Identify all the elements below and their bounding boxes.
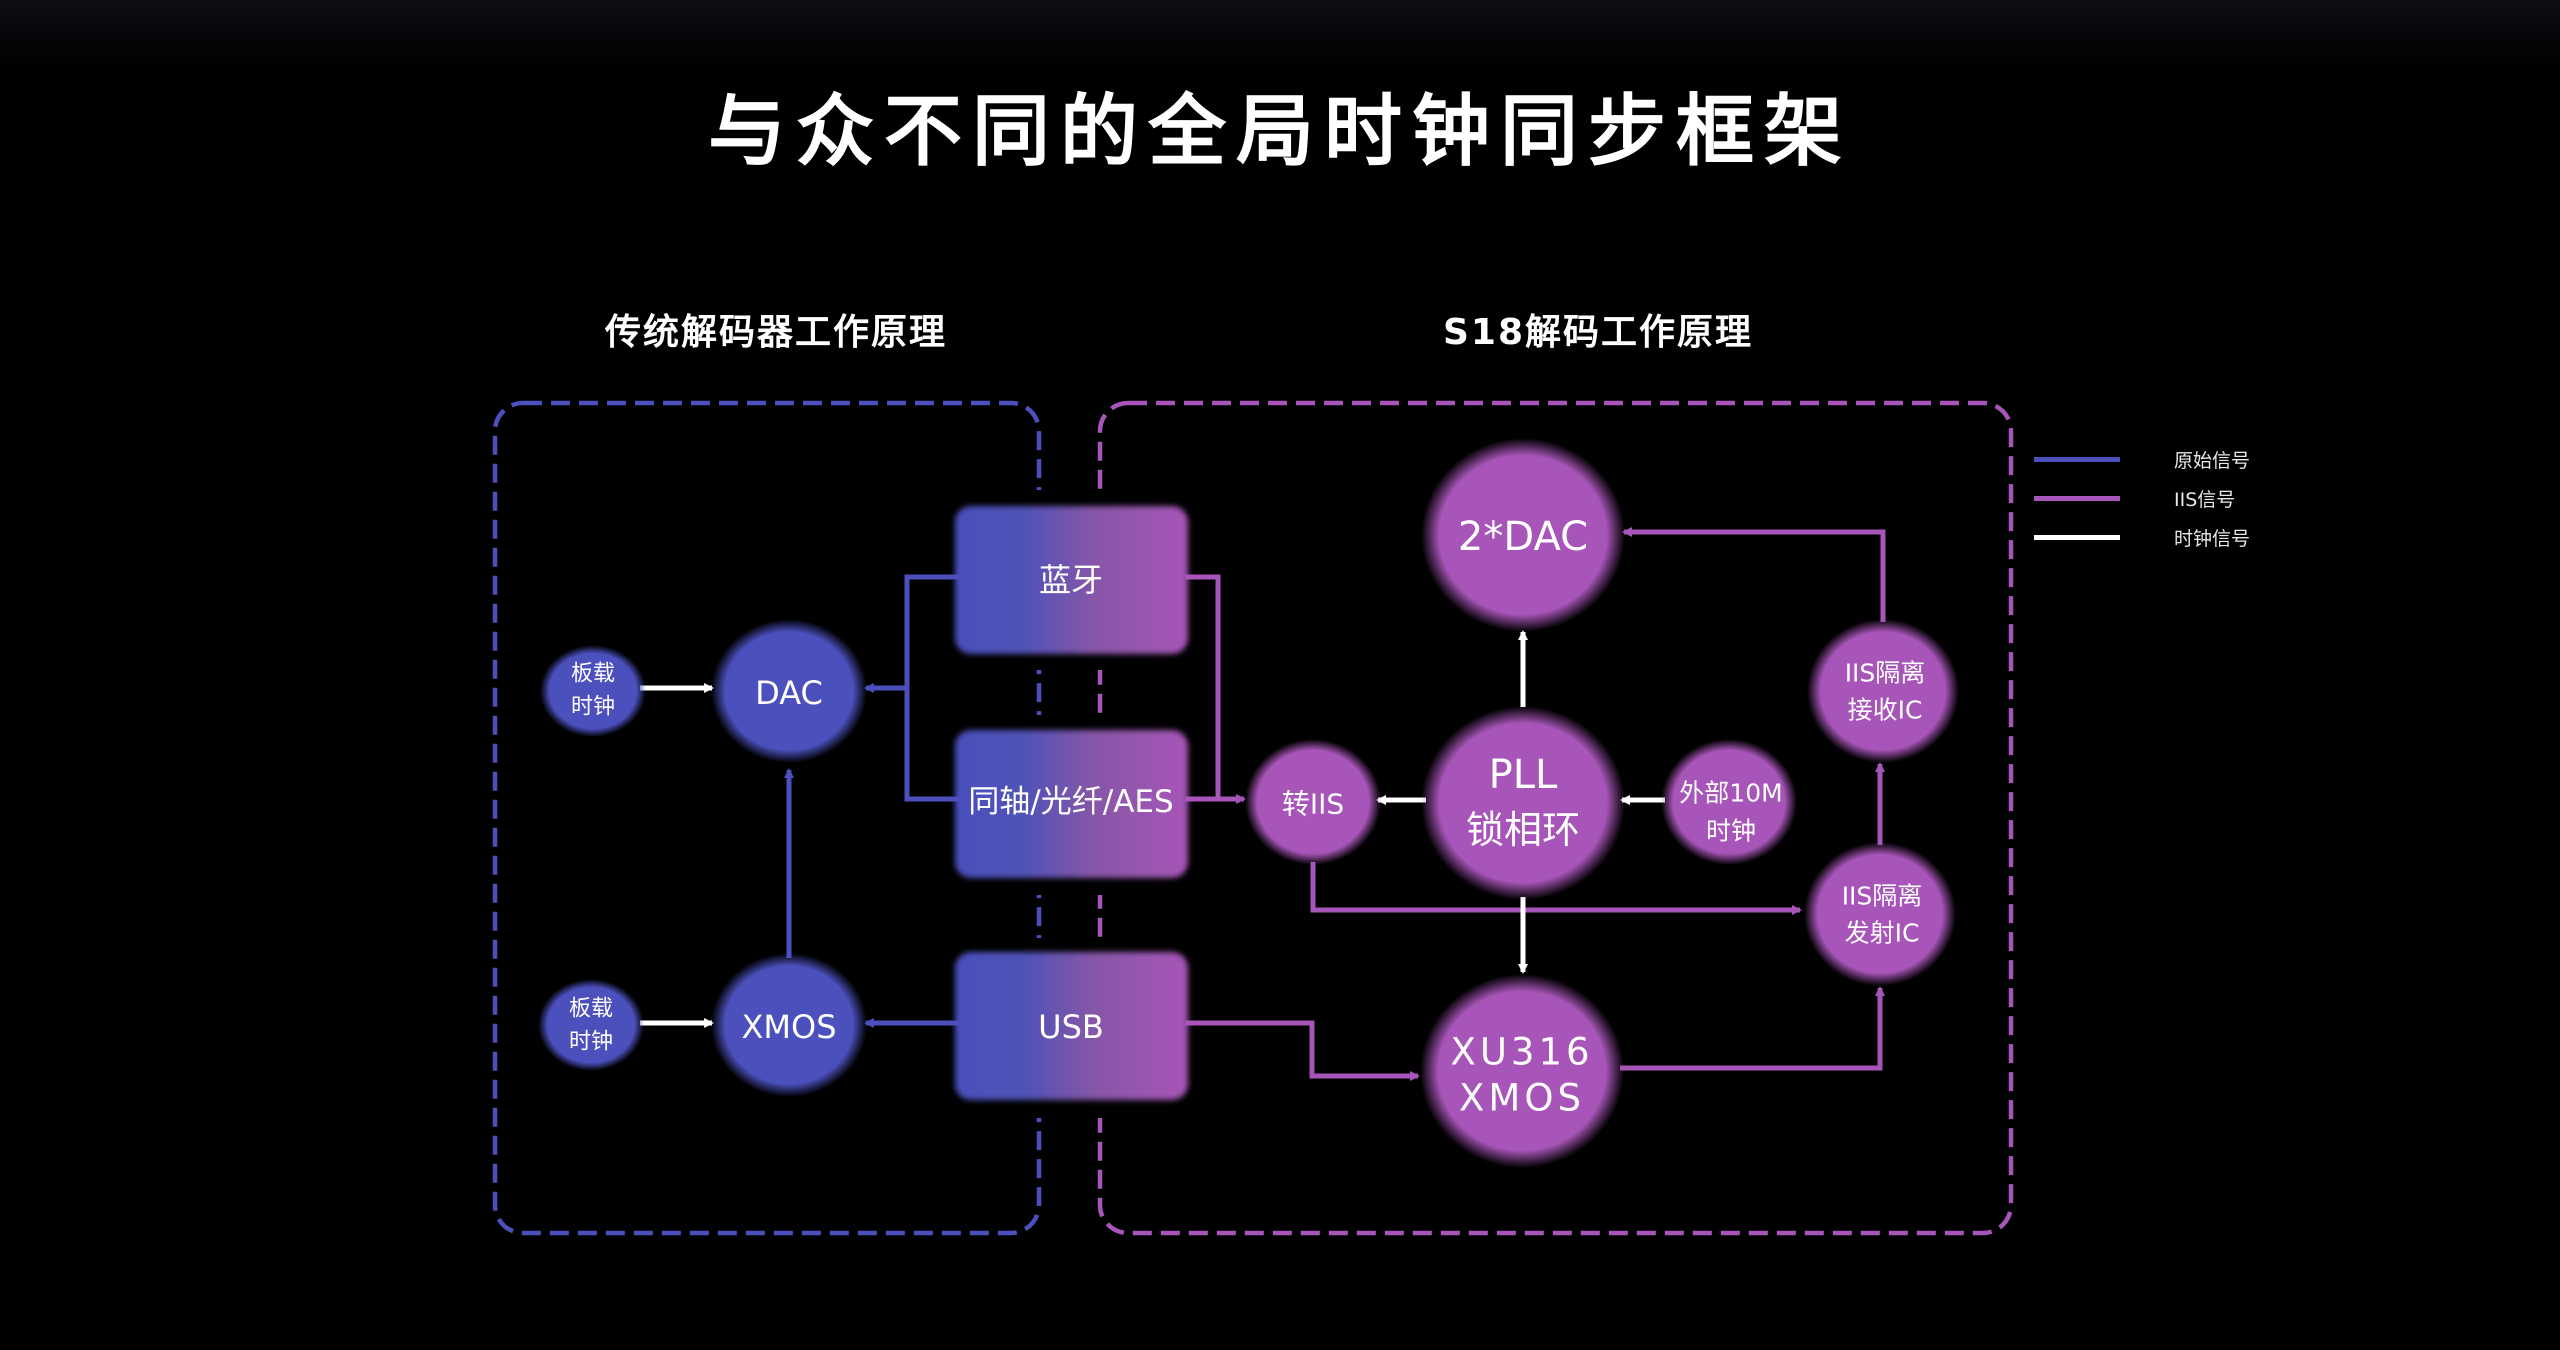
- bluetooth-to-iis-line: [1185, 574, 1221, 799]
- legend-swatch-purple: [2034, 496, 2120, 501]
- legend: 原始信号 IIS信号 时钟信号: [2034, 440, 2250, 557]
- dac2-label: 2*DAC: [1458, 514, 1588, 560]
- node-xu316-xmos: XU316 XMOS: [1420, 974, 1624, 1168]
- node-dac-x2: 2*DAC: [1421, 438, 1625, 632]
- node-iis-isolation-receiver: IIS隔离 接收IC: [1807, 619, 1959, 763]
- xu316-to-tx-arrow: [1620, 986, 1885, 1071]
- traditional-section-title: 传统解码器工作原理: [604, 312, 947, 353]
- legend-item-original-signal: 原始信号: [2034, 440, 2250, 479]
- iis-rx-line2: 接收IC: [1848, 696, 1923, 725]
- iis-rx-line1: IIS隔离: [1845, 659, 1926, 688]
- legend-item-clock-signal: 时钟信号: [2034, 518, 2250, 557]
- pll-label-line1: PLL: [1489, 752, 1558, 798]
- xmos-label: XMOS: [741, 1008, 836, 1046]
- clock2-line1: 板载: [569, 997, 613, 1022]
- pll-label-line2: 锁相环: [1466, 808, 1580, 852]
- rx-to-dac2-arrow: [1622, 527, 1886, 622]
- iis-to-tx-arrow: [1310, 862, 1802, 915]
- legend-swatch-white: [2034, 535, 2120, 540]
- legend-label: 原始信号: [2174, 450, 2251, 472]
- clock1-line1: 板载: [571, 662, 615, 687]
- node-onboard-clock-2: 板载 时钟: [538, 979, 644, 1071]
- traditional-frame: [492, 400, 1042, 1236]
- xu316-label-line1: XU316: [1450, 1031, 1593, 1074]
- node-external-10m-clock: 外部10M 时钟: [1661, 739, 1797, 865]
- legend-label: IIS信号: [2174, 489, 2236, 511]
- ext-clock-line2: 时钟: [1706, 817, 1756, 846]
- traditional-connectors: [640, 574, 960, 1028]
- dac-label: DAC: [755, 674, 823, 712]
- bluetooth-to-dac-line: [904, 574, 960, 688]
- node-onboard-clock-1: 板载 时钟: [540, 645, 646, 737]
- legend-label: 时钟信号: [2174, 528, 2251, 550]
- legend-item-iis-signal: IIS信号: [2034, 479, 2250, 518]
- s18-section-title: S18解码工作原理: [1442, 312, 1754, 353]
- to-iis-label: 转IIS: [1282, 788, 1344, 821]
- background-top-glow: [0, 0, 2560, 70]
- source-bluetooth: 蓝牙: [955, 506, 1188, 654]
- iis-tx-line2: 发射IC: [1845, 919, 1920, 948]
- source-coax-optical-aes: 同轴/光纤/AES: [955, 730, 1188, 878]
- usb-to-xu316-arrow: [1185, 1020, 1420, 1081]
- node-to-iis: 转IIS: [1245, 739, 1381, 865]
- ext-clock-line1: 外部10M: [1679, 779, 1782, 808]
- s18-connectors: [1185, 527, 1886, 1081]
- node-pll: PLL 锁相环: [1421, 706, 1625, 900]
- usb-label: USB: [1038, 1008, 1104, 1046]
- page-title: 与众不同的全局时钟同步框架: [707, 87, 1852, 177]
- node-dac: DAC: [711, 619, 867, 763]
- legend-swatch-blue: [2034, 457, 2120, 462]
- xu316-label-line2: XMOS: [1459, 1077, 1585, 1120]
- iis-tx-line1: IIS隔离: [1842, 882, 1923, 911]
- node-xmos: XMOS: [711, 953, 867, 1097]
- bluetooth-label: 蓝牙: [1039, 561, 1103, 599]
- clock2-line2: 时钟: [569, 1030, 613, 1055]
- source-usb: USB: [955, 952, 1188, 1100]
- clock1-line2: 时钟: [571, 695, 615, 720]
- node-iis-isolation-transmitter: IIS隔离 发射IC: [1804, 842, 1956, 986]
- coax-to-dac-line: [904, 688, 960, 802]
- coax-label: 同轴/光纤/AES: [968, 784, 1173, 820]
